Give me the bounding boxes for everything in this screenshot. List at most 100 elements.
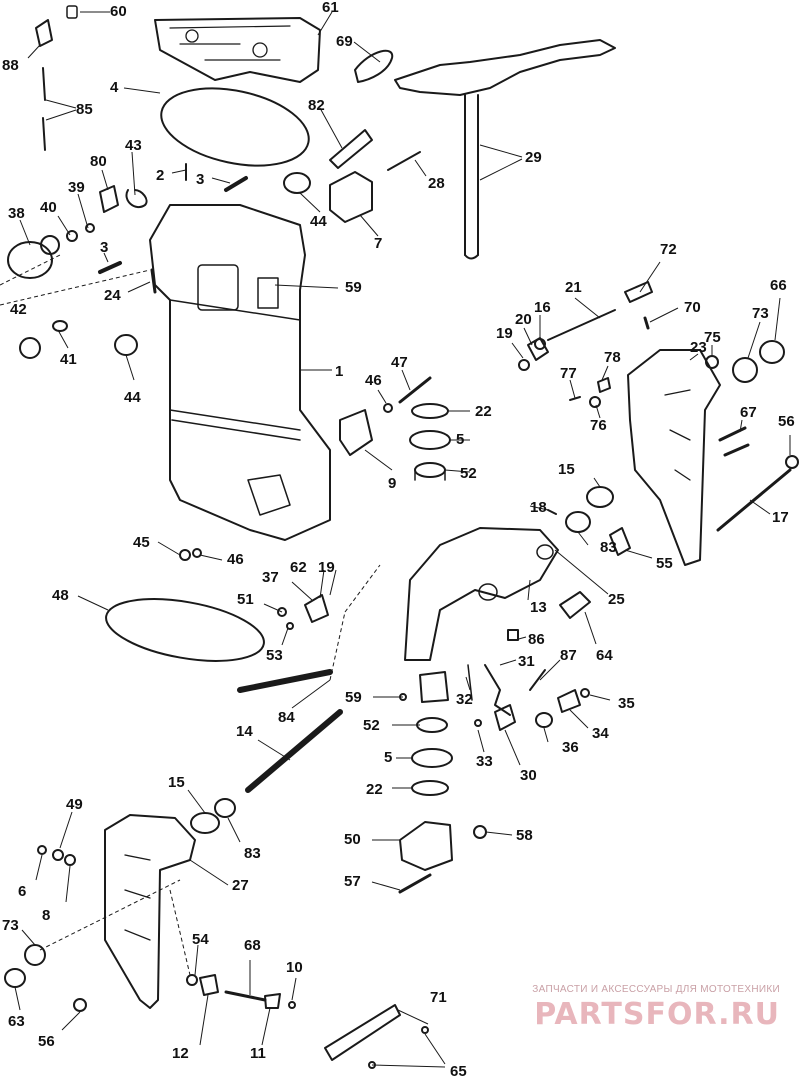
callout-number: 59 — [345, 689, 362, 706]
callout-number: 37 — [262, 569, 279, 586]
callout-number: 53 — [266, 647, 283, 664]
callout-number: 14 — [236, 723, 253, 740]
callout-number: 8 — [42, 907, 51, 924]
callout-number: 27 — [232, 877, 249, 894]
part-72 — [624, 281, 653, 303]
callout-number: 32 — [456, 691, 473, 708]
callout-number: 66 — [770, 277, 787, 294]
callout-number: 13 — [530, 599, 547, 616]
callout-number: 40 — [40, 199, 57, 216]
callout-number: 34 — [592, 725, 609, 742]
callout-number: 83 — [600, 539, 617, 556]
part-84-rod — [237, 669, 333, 693]
part-17-tilt-tube — [716, 468, 792, 532]
callout-number: 1 — [335, 363, 344, 380]
callout-number: 7 — [374, 235, 383, 252]
part-69-seal — [354, 49, 394, 83]
callout-number: 51 — [237, 591, 254, 608]
callout-number: 3 — [100, 239, 109, 256]
callout-number: 88 — [2, 57, 19, 74]
callout-number: 5 — [456, 431, 465, 448]
callout-number: 44 — [310, 213, 327, 230]
callout-number: 49 — [66, 796, 83, 813]
part-28-bolt — [387, 151, 421, 171]
part-44-bushing — [283, 172, 311, 194]
callout-number: 60 — [110, 3, 127, 20]
callout-number: 86 — [528, 631, 545, 648]
part-14-tilt-tube — [245, 709, 343, 793]
callout-number: 56 — [38, 1033, 55, 1050]
callout-number: 43 — [125, 137, 142, 154]
callout-number: 55 — [656, 555, 673, 572]
callout-number: 48 — [52, 587, 69, 604]
callout-number: 64 — [596, 647, 613, 664]
callout-number: 68 — [244, 937, 261, 954]
leader-lines — [0, 11, 791, 1068]
callout-number: 45 — [133, 534, 150, 551]
callout-number: 9 — [388, 475, 397, 492]
callout-number: 72 — [660, 241, 677, 258]
callout-number: 28 — [428, 175, 445, 192]
callout-number: 84 — [278, 709, 295, 726]
callout-number: 46 — [227, 551, 244, 568]
callout-number: 50 — [344, 831, 361, 848]
callout-number: 6 — [18, 883, 27, 900]
callout-number: 58 — [516, 827, 533, 844]
callout-number: 46 — [365, 372, 382, 389]
callout-number: 18 — [530, 499, 547, 516]
callout-number: 42 — [10, 301, 27, 318]
callout-number: 59 — [345, 279, 362, 296]
callout-number: 12 — [172, 1045, 189, 1062]
callout-number: 70 — [684, 299, 701, 316]
callout-number: 29 — [525, 149, 542, 166]
callout-number: 56 — [778, 413, 795, 430]
callout-number: 62 — [290, 559, 307, 576]
callout-number: 41 — [60, 351, 77, 368]
part-64 — [559, 591, 591, 619]
part-34 — [557, 689, 581, 713]
callout-number: 78 — [604, 349, 621, 366]
callout-number: 19 — [496, 325, 513, 342]
callout-number: 44 — [124, 389, 141, 406]
callout-number: 15 — [168, 774, 185, 791]
callout-number: 36 — [562, 739, 579, 756]
callout-number: 57 — [344, 873, 361, 890]
part-38 — [7, 241, 53, 279]
callout-number: 22 — [366, 781, 383, 798]
part-21-shaft — [547, 309, 616, 341]
callout-number: 11 — [250, 1045, 266, 1062]
callout-number: 39 — [68, 179, 85, 196]
callout-number: 21 — [565, 279, 582, 296]
part-7-mount — [329, 171, 373, 223]
callout-number: 67 — [740, 404, 757, 421]
part-66-cap — [759, 340, 785, 364]
callout-number: 76 — [590, 417, 607, 434]
callout-number: 61 — [322, 0, 339, 16]
callout-number: 31 — [518, 653, 535, 670]
callout-number: 82 — [308, 97, 325, 114]
callout-number: 71 — [430, 989, 447, 1006]
callout-number: 52 — [363, 717, 380, 734]
callout-number: 77 — [560, 365, 577, 382]
callout-number: 22 — [475, 403, 492, 420]
callout-number: 69 — [336, 33, 353, 50]
part-61-gasket — [154, 17, 321, 83]
callout-number: 38 — [8, 205, 25, 222]
part-43-clip — [125, 189, 148, 209]
callout-number: 2 — [156, 167, 165, 184]
callout-number: 73 — [2, 917, 19, 934]
callout-number: 83 — [244, 845, 261, 862]
callout-number: 3 — [196, 171, 205, 188]
callout-number: 73 — [752, 305, 769, 322]
callout-number: 85 — [76, 101, 93, 118]
part-85-pin — [42, 67, 46, 101]
part-60-clip — [66, 5, 78, 19]
part-4-oring — [160, 87, 310, 167]
part-30 — [494, 704, 516, 731]
callout-number: 4 — [110, 79, 119, 96]
callout-number: 15 — [558, 461, 575, 478]
callout-number: 35 — [618, 695, 635, 712]
callout-number: 47 — [391, 354, 408, 371]
part-88 — [35, 19, 53, 47]
